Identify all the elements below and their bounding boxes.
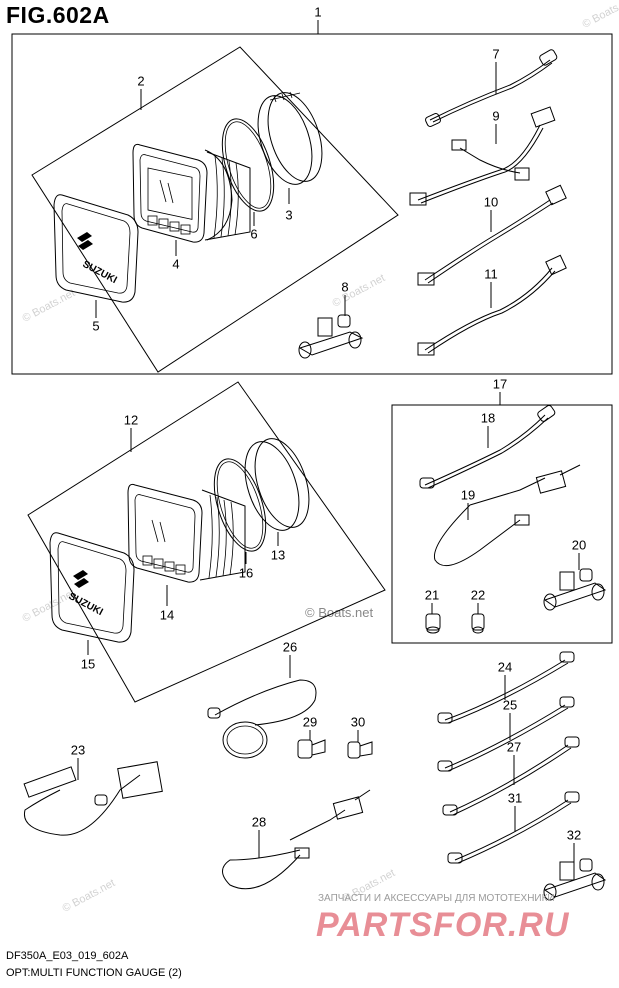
cable-23 bbox=[23, 761, 163, 836]
sensor-26 bbox=[207, 679, 317, 759]
footer-code: DF350A_E03_019_602A bbox=[6, 950, 129, 962]
callout-4: 4 bbox=[172, 256, 180, 272]
gauge-unit-4 bbox=[132, 143, 251, 243]
cable-28 bbox=[222, 789, 371, 890]
callout-22: 22 bbox=[470, 587, 486, 603]
terminator-30 bbox=[347, 741, 373, 759]
figure-title: FIG.602A bbox=[6, 2, 110, 28]
terminator-21 bbox=[425, 613, 441, 634]
cable-18 bbox=[419, 404, 556, 489]
callout-13: 13 bbox=[270, 547, 286, 563]
o-ring-6 bbox=[221, 118, 275, 212]
callout-3: 3 bbox=[285, 207, 293, 223]
callout-29: 29 bbox=[302, 714, 318, 730]
cable-11 bbox=[417, 254, 567, 356]
t-connector-32 bbox=[543, 858, 607, 901]
t-connector-8 bbox=[298, 314, 364, 359]
callout-24: 24 bbox=[497, 659, 513, 675]
callout-23: 23 bbox=[70, 742, 86, 758]
cable-31 bbox=[447, 791, 580, 864]
callout-30: 30 bbox=[350, 714, 366, 730]
callout-8: 8 bbox=[341, 279, 349, 295]
callout-21: 21 bbox=[424, 587, 440, 603]
cable-25 bbox=[437, 696, 575, 772]
footer-description: OPT:MULTI FUNCTION GAUGE (2) bbox=[6, 967, 182, 979]
callout-18: 18 bbox=[480, 410, 496, 426]
callout-14: 14 bbox=[159, 607, 175, 623]
callout-27: 27 bbox=[506, 739, 522, 755]
kit-outline-2 bbox=[31, 46, 399, 373]
callout-7: 7 bbox=[492, 46, 500, 62]
callout-5: 5 bbox=[92, 318, 100, 334]
callout-15: 15 bbox=[80, 656, 96, 672]
callout-2: 2 bbox=[137, 73, 145, 89]
callout-9: 9 bbox=[492, 108, 500, 124]
gauge-cover-15: SUZUKI bbox=[49, 532, 135, 643]
kit-outline-12 bbox=[27, 381, 386, 703]
t-connector-20 bbox=[543, 568, 607, 611]
retaining-nut-3 bbox=[257, 91, 323, 185]
callout-12: 12 bbox=[123, 412, 139, 428]
cable-27 bbox=[442, 736, 580, 816]
retaining-nut-13 bbox=[244, 438, 310, 531]
gauge-unit-14 bbox=[127, 483, 246, 583]
callout-32: 32 bbox=[566, 827, 582, 843]
group-box-17 bbox=[391, 404, 613, 644]
callout-19: 19 bbox=[460, 487, 476, 503]
promo-logo: PARTSFOR.RU bbox=[316, 906, 570, 944]
terminator-22 bbox=[471, 613, 485, 634]
brand-label-bottom: SUZUKI bbox=[67, 591, 105, 618]
callout-1: 1 bbox=[314, 4, 322, 20]
callout-11: 11 bbox=[484, 266, 498, 282]
gauge-cover-5: SUZUKI bbox=[53, 194, 139, 303]
promo-text: ЗАПЧАСТИ И АКСЕССУАРЫ ДЛЯ МОТОТЕХНИКИ bbox=[318, 893, 555, 904]
callout-17: 17 bbox=[492, 376, 508, 392]
group-box-1 bbox=[11, 33, 613, 375]
callout-10: 10 bbox=[483, 194, 499, 210]
callout-16: 16 bbox=[238, 565, 254, 581]
o-ring-16 bbox=[213, 458, 267, 552]
cable-10 bbox=[417, 184, 567, 286]
watermark-boats-center: © Boats.net bbox=[305, 605, 374, 620]
callout-6: 6 bbox=[250, 226, 258, 242]
cable-19 bbox=[433, 464, 581, 567]
cable-9 bbox=[409, 106, 556, 206]
callout-20: 20 bbox=[571, 537, 587, 553]
cable-7 bbox=[425, 49, 558, 128]
callout-26: 26 bbox=[282, 639, 298, 655]
callout-25: 25 bbox=[502, 697, 518, 713]
callout-31: 31 bbox=[507, 790, 523, 806]
terminator-29 bbox=[297, 739, 326, 759]
callout-28: 28 bbox=[251, 814, 267, 830]
brand-label-top: SUZUKI bbox=[81, 259, 119, 286]
